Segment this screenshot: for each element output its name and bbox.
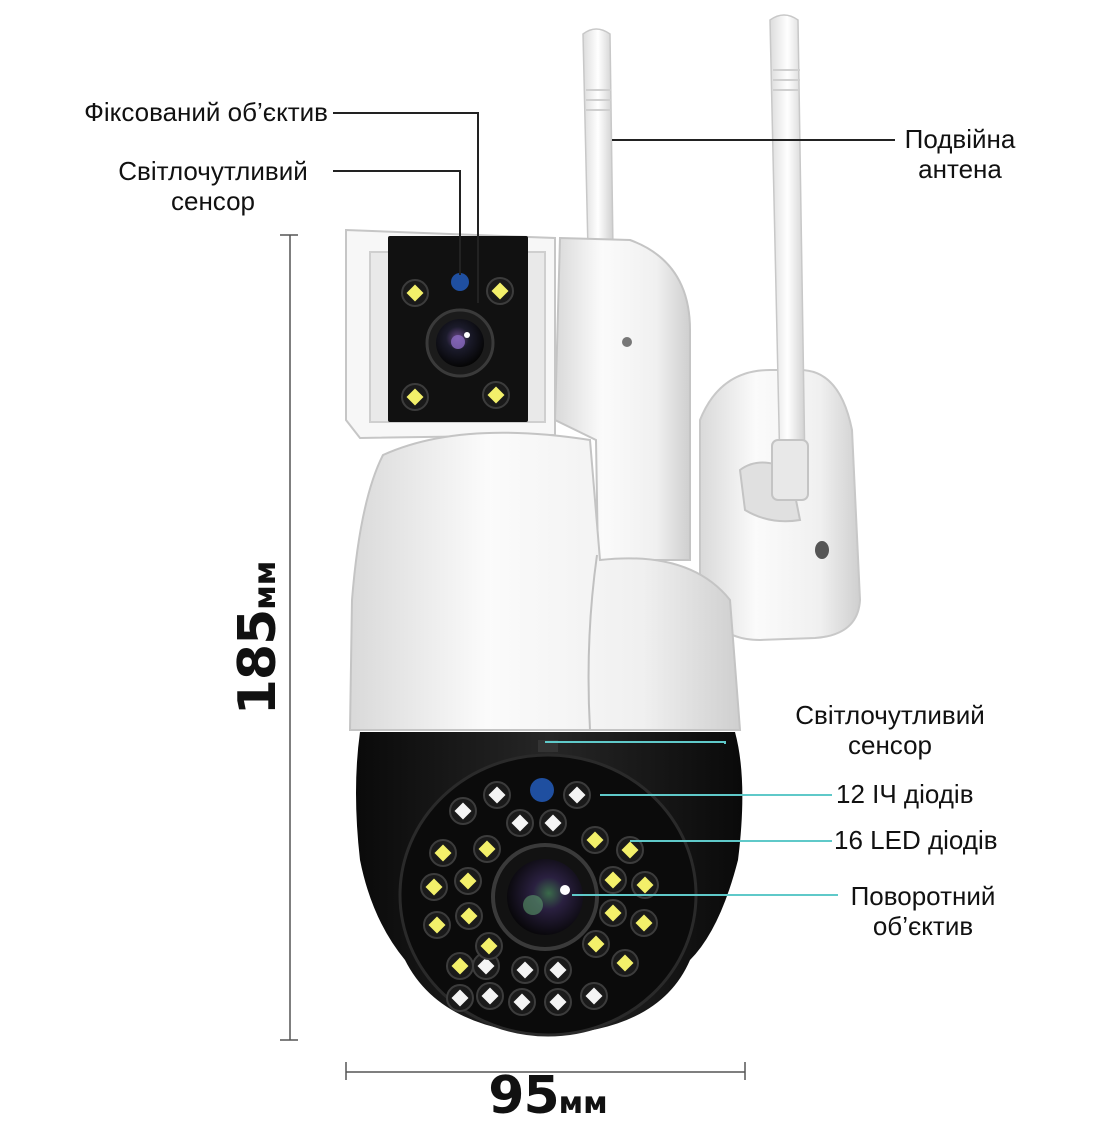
fixed-led <box>486 277 514 305</box>
ir-led <box>449 797 477 825</box>
label-light-sensor-top: Світлочутливий сенсор <box>98 156 328 216</box>
white-led <box>582 930 610 958</box>
fixed-led <box>401 279 429 307</box>
label-rotating-lens-line2: об’єктив <box>872 911 974 941</box>
white-led <box>581 826 609 854</box>
ir-led <box>544 988 572 1016</box>
label-light-sensor-top-line1: Світлочутливий <box>118 156 308 186</box>
height-value: 185 <box>228 609 288 716</box>
ir-led <box>580 982 608 1010</box>
white-led <box>611 949 639 977</box>
rotating-lens <box>491 843 599 951</box>
ir-led <box>476 982 504 1010</box>
dome-led-ring <box>420 781 659 1016</box>
label-light-sensor-top-line2: сенсор <box>170 186 256 216</box>
white-dome <box>348 431 742 731</box>
label-dual-antenna-line1: Подвійна <box>904 124 1016 154</box>
label-dual-antenna-line2: антена <box>918 154 1002 184</box>
callout-lines <box>333 112 895 896</box>
white-led <box>631 871 659 899</box>
white-led <box>455 902 483 930</box>
label-light-sensor-bottom-line2: сенсор <box>847 730 933 760</box>
label-led-diodes: 16 LED діодів <box>834 825 998 855</box>
ir-led <box>483 781 511 809</box>
label-light-sensor-bottom-line1: Світлочутливий <box>795 700 985 730</box>
white-led <box>599 866 627 894</box>
fixed-led <box>482 381 510 409</box>
white-led <box>473 835 501 863</box>
ir-led <box>446 984 474 1012</box>
ir-led <box>544 956 572 984</box>
white-led <box>420 873 448 901</box>
ir-led <box>508 988 536 1016</box>
label-dual-antenna: Подвійна антена <box>890 124 1030 184</box>
ir-led <box>506 809 534 837</box>
fixed-camera-leds <box>401 277 514 411</box>
white-led <box>454 867 482 895</box>
white-led <box>475 932 503 960</box>
width-dimension-label: 95мм <box>488 1066 607 1126</box>
height-unit: мм <box>248 560 283 610</box>
label-light-sensor-bottom: Світлочутливий сенсор <box>772 700 1008 760</box>
label-rotating-lens-line1: Поворотний <box>850 881 996 911</box>
white-led <box>599 899 627 927</box>
white-led <box>423 911 451 939</box>
label-rotating-lens: Поворотний об’єктив <box>830 881 1016 941</box>
white-led <box>429 839 457 867</box>
ir-led <box>539 809 567 837</box>
white-led <box>446 952 474 980</box>
antennas <box>582 14 809 501</box>
ir-led <box>563 781 591 809</box>
white-led <box>630 909 658 937</box>
label-ir-diodes: 12 ІЧ діодів <box>836 779 974 809</box>
dome-light-sensor <box>530 778 554 802</box>
fixed-led <box>401 383 429 411</box>
label-fixed-lens: Фіксований об’єктив <box>84 97 328 127</box>
dimension-lines <box>280 234 746 1080</box>
width-value: 95 <box>488 1066 559 1126</box>
height-dimension-label: 185мм <box>228 561 288 716</box>
fixed-lens <box>425 308 495 378</box>
ir-led <box>511 956 539 984</box>
white-led <box>616 836 644 864</box>
fixed-light-sensor <box>451 273 469 291</box>
width-unit: мм <box>558 1086 608 1121</box>
